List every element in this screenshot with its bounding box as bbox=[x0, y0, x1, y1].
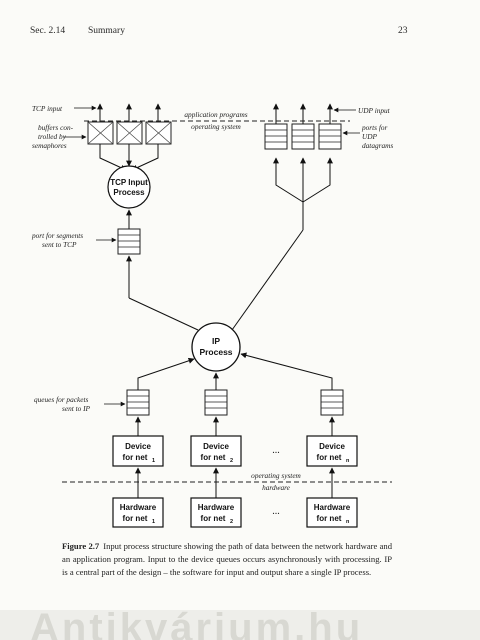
udp-input-label: UDP input bbox=[358, 106, 391, 115]
svg-text:for net: for net bbox=[123, 453, 148, 462]
ports-label-2: UDP bbox=[362, 132, 378, 141]
ip-process-line1: IP bbox=[212, 336, 220, 346]
udp-fan-out bbox=[273, 157, 333, 230]
hardware-box-n: Hardware for net n bbox=[306, 497, 358, 528]
tcp-buffers bbox=[87, 121, 172, 145]
svg-text:n: n bbox=[346, 458, 350, 464]
ports-label-3: datagrams bbox=[362, 141, 393, 150]
device-queues bbox=[126, 389, 344, 416]
operating-system-top-label: operating system bbox=[191, 122, 241, 131]
device-ellipsis: ... bbox=[272, 445, 280, 456]
svg-text:for net: for net bbox=[317, 453, 342, 462]
device-to-queue-arrows bbox=[135, 416, 335, 436]
section-title: Summary bbox=[88, 26, 125, 36]
operating-system-bottom-label: operating system bbox=[251, 471, 301, 480]
hardware-ellipsis: ... bbox=[272, 506, 280, 517]
device-box-2: Device for net 2 bbox=[190, 435, 242, 467]
device-box-n: Device for net n bbox=[306, 435, 358, 467]
section-number: Sec. 2.14 bbox=[30, 26, 66, 36]
figure-label: Figure 2.7 bbox=[62, 541, 100, 551]
buffers-label-3: semaphores bbox=[32, 141, 67, 150]
port-segments-label-1: port for segments bbox=[31, 231, 83, 240]
page-bottom-edge bbox=[0, 610, 480, 640]
svg-text:Hardware: Hardware bbox=[314, 503, 351, 512]
svg-text:Device: Device bbox=[125, 442, 151, 451]
page-number: 23 bbox=[398, 26, 408, 36]
svg-text:Device: Device bbox=[203, 442, 229, 451]
hardware-label: hardware bbox=[262, 483, 291, 492]
queues-label-2: sent to IP bbox=[62, 404, 91, 413]
queues-label-1: queues for packets bbox=[34, 395, 88, 404]
hardware-box-2: Hardware for net 2 bbox=[190, 497, 242, 528]
svg-text:2: 2 bbox=[230, 519, 233, 525]
svg-text:Device: Device bbox=[319, 442, 345, 451]
svg-text:2: 2 bbox=[230, 458, 233, 464]
svg-text:n: n bbox=[346, 519, 350, 525]
watermark: Antikvárium.hu bbox=[30, 606, 364, 640]
buffers-label-1: buffers con- bbox=[38, 123, 74, 132]
tcp-up-arrows bbox=[97, 103, 161, 122]
tcp-input-process-circle bbox=[107, 165, 151, 209]
svg-text:for net: for net bbox=[317, 514, 342, 523]
svg-text:for net: for net bbox=[201, 453, 226, 462]
tcp-process-line2: Process bbox=[113, 188, 145, 197]
port-segments-label-2: sent to TCP bbox=[42, 240, 77, 249]
hardware-to-device-arrows bbox=[135, 467, 335, 498]
device-box-1: Device for net 1 bbox=[112, 435, 164, 467]
svg-text:1: 1 bbox=[152, 458, 155, 464]
application-programs-label: application programs bbox=[184, 110, 247, 119]
ip-output-paths bbox=[128, 229, 304, 331]
tcp-segment-port bbox=[117, 228, 141, 255]
svg-text:for net: for net bbox=[201, 514, 226, 523]
caption-text: Input process structure showing the path… bbox=[62, 541, 392, 577]
tcp-input-label: TCP input bbox=[32, 104, 63, 113]
queue-to-ip-arrows bbox=[137, 352, 333, 390]
svg-text:Hardware: Hardware bbox=[120, 503, 157, 512]
ip-process-circle bbox=[191, 322, 241, 372]
ip-process-line2: Process bbox=[199, 347, 232, 357]
svg-text:1: 1 bbox=[152, 519, 155, 525]
svg-text:for net: for net bbox=[123, 514, 148, 523]
tcp-process-line1: TCP Input bbox=[110, 178, 148, 187]
hardware-box-1: Hardware for net 1 bbox=[112, 497, 164, 528]
buffers-label-2: trolled by bbox=[38, 132, 67, 141]
ports-label-1: ports for bbox=[361, 123, 388, 132]
tcp-fan-in bbox=[99, 144, 159, 171]
svg-text:Hardware: Hardware bbox=[198, 503, 235, 512]
udp-ports bbox=[264, 123, 342, 150]
